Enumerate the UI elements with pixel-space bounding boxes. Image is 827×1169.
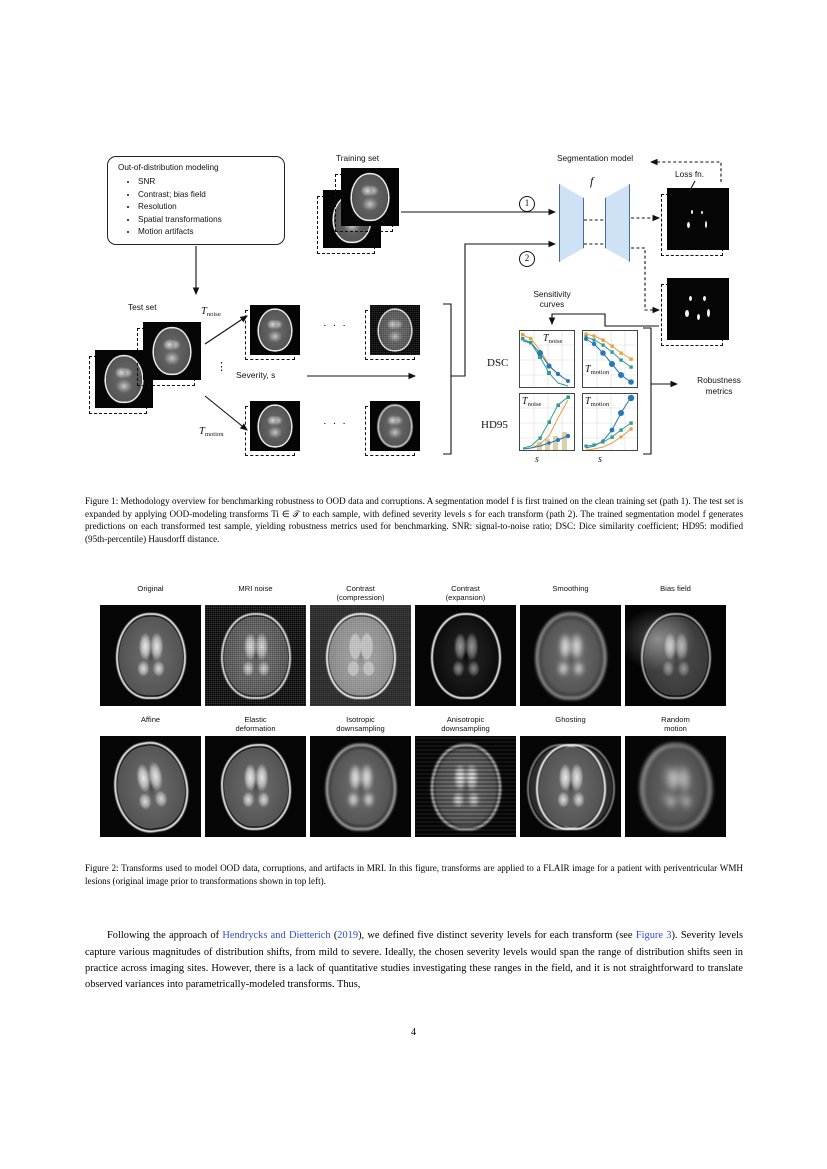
panel-caption-line2: downsampling — [415, 724, 516, 733]
figure-3-link[interactable]: Figure 3 — [636, 930, 672, 941]
panel-caption-line1: Smoothing — [520, 584, 621, 593]
figure2-cell-bias-field: Bias field — [625, 584, 726, 706]
figure2-cell-isotropic-downsampling: Isotropic downsampling — [310, 715, 411, 837]
figure2-cell-ghosting: Ghosting — [520, 715, 621, 837]
figure2-cell-anisotropic-downsampling: Anisotropic downsampling — [415, 715, 516, 837]
mri-image-random-motion — [625, 736, 726, 837]
citation-link-hendrycks[interactable]: Hendrycks and Dietterich — [222, 930, 330, 941]
panel-caption-line1: Elastic — [205, 715, 306, 724]
panel-caption-line1: Ghosting — [520, 715, 621, 724]
panel-caption-line2: deformation — [205, 724, 306, 733]
mri-image-noise — [205, 605, 306, 706]
panel-caption-line1: Contrast — [415, 584, 516, 593]
mri-image-original — [100, 605, 201, 706]
body-text-a: Following the approach of — [107, 930, 222, 941]
mri-image-smoothing — [520, 605, 621, 706]
mri-image-affine — [100, 736, 201, 837]
mri-image-contrast-compression — [310, 605, 411, 706]
body-text-c: ), we defined five distinct severity lev… — [358, 930, 636, 941]
panel-caption-line2: (compression) — [310, 593, 411, 602]
figure-2-caption: Figure 2: Transforms used to model OOD d… — [85, 862, 743, 887]
mri-image-ghosting — [520, 736, 621, 837]
mri-image-isotropic-downsampling — [310, 736, 411, 837]
figure2-cell-original: Original — [100, 584, 201, 706]
panel-caption-line1: Anisotropic — [415, 715, 516, 724]
figure-1-caption: Figure 1: Methodology overview for bench… — [85, 495, 743, 545]
panel-caption-line1: Original — [100, 584, 201, 593]
figure2-cell-mri-noise: MRI noise — [205, 584, 306, 706]
citation-link-year[interactable]: 2019 — [337, 930, 358, 941]
mri-image-anisotropic-downsampling — [415, 736, 516, 837]
body-paragraph: Following the approach of Hendrycks and … — [85, 928, 743, 993]
figure-1-diagram: Out-of-distribution modeling SNR Contras… — [85, 148, 745, 480]
mri-image-bias-field — [625, 605, 726, 706]
panel-caption-line1: Affine — [100, 715, 201, 724]
panel-caption-line2: motion — [625, 724, 726, 733]
figure2-cell-affine: Affine — [100, 715, 201, 837]
figure2-cell-contrast-expansion: Contrast (expansion) — [415, 584, 516, 706]
figure2-cell-random-motion: Random motion — [625, 715, 726, 837]
figure2-cell-elastic: Elastic deformation — [205, 715, 306, 837]
panel-caption-line1: Random — [625, 715, 726, 724]
mri-image-contrast-expansion — [415, 605, 516, 706]
mri-image-elastic — [205, 736, 306, 837]
page-number: 4 — [0, 1027, 827, 1038]
figure2-cell-contrast-compression: Contrast (compression) — [310, 584, 411, 706]
panel-caption-line1: Contrast — [310, 584, 411, 593]
panel-caption-line1: Isotropic — [310, 715, 411, 724]
panel-caption-line1: Bias field — [625, 584, 726, 593]
panel-caption-line1: MRI noise — [205, 584, 306, 593]
panel-caption-line2: downsampling — [310, 724, 411, 733]
figure2-cell-smoothing: Smoothing — [520, 584, 621, 706]
figure-2-grid: Original MRI noise Contrast (compression… — [100, 584, 728, 844]
panel-caption-line2: (expansion) — [415, 593, 516, 602]
figure-1-connectors — [85, 148, 745, 480]
